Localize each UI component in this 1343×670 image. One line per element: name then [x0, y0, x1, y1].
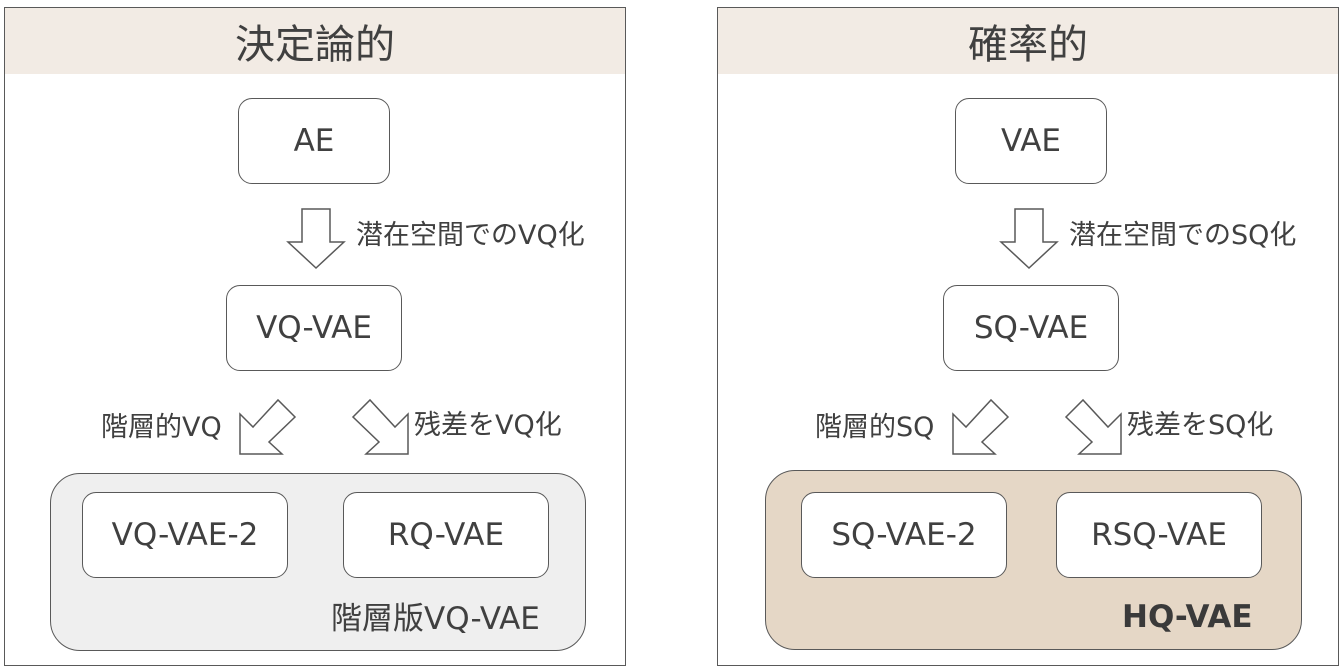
branch-label-hierarchical-vq: 階層的VQ: [101, 412, 222, 443]
node-vq-vae-2: VQ-VAE-2: [82, 492, 288, 578]
node-sq-vae-2: SQ-VAE-2: [801, 492, 1007, 578]
node-rsq-vae: RSQ-VAE: [1056, 492, 1262, 578]
branch-label-hierarchical-sq: 階層的SQ: [815, 412, 935, 443]
branch-label-residual-vq: 残差をVQ化: [414, 410, 562, 441]
group-label-hierarchical-vq-vae: 階層版VQ-VAE: [331, 601, 540, 637]
branch-label-residual-sq: 残差をSQ化: [1127, 410, 1274, 441]
panel-title: 決定論的: [5, 8, 625, 74]
step-label-sq: 潜在空間でのSQ化: [1069, 220, 1297, 251]
node-sq-vae: SQ-VAE: [943, 285, 1119, 371]
node-ae: AE: [238, 98, 390, 184]
panel-title: 確率的: [718, 8, 1338, 74]
node-vae: VAE: [955, 98, 1107, 184]
group-label-hq-vae: HQ-VAE: [1122, 599, 1253, 635]
node-rq-vae: RQ-VAE: [343, 492, 549, 578]
down-left-arrow-icon: [239, 398, 297, 455]
step-label-vq: 潜在空間でのVQ化: [356, 220, 585, 251]
down-left-arrow-icon: [952, 398, 1010, 455]
down-arrow-icon: [999, 208, 1059, 270]
down-arrow-icon: [286, 208, 346, 270]
down-right-arrow-icon: [351, 398, 409, 455]
node-vq-vae: VQ-VAE: [226, 285, 402, 371]
down-right-arrow-icon: [1064, 398, 1122, 455]
